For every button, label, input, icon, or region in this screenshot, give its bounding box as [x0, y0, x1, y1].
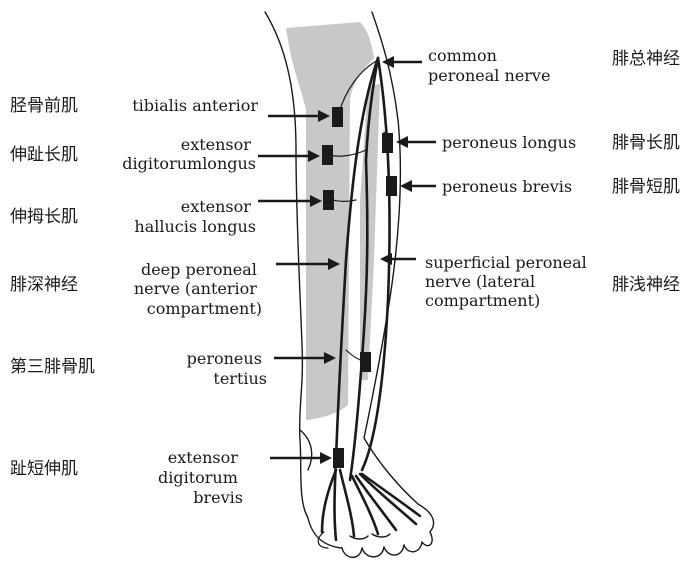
extensor-hallucis-longus-label: extensor hallucis longus	[134, 197, 256, 236]
peroneus-longus-label: peroneus longus	[442, 133, 576, 152]
cn-extensor-digitorum-longus: 伸趾长肌	[10, 145, 78, 165]
deep-peroneal-label: deep peroneal nerve (anterior compartmen…	[134, 260, 262, 318]
cn-peroneus-longus: 腓骨长肌	[612, 133, 680, 153]
peroneus-longus-marker	[382, 133, 393, 153]
cn-common-peroneal: 腓总神经	[612, 49, 680, 69]
peroneus-tertius-label: peroneus tertius	[187, 349, 267, 388]
ankle-bump	[300, 430, 312, 470]
cn-peroneus-brevis: 腓骨短肌	[612, 177, 680, 197]
cn-tibialis-anterior: 胫骨前肌	[10, 96, 78, 116]
common-peroneal-label: common peroneal nerve	[428, 46, 550, 85]
heel-outline	[308, 518, 342, 548]
cn-deep-peroneal: 腓深神经	[10, 275, 78, 295]
superficial-peroneal-label: superficial peroneal nerve (lateral comp…	[425, 253, 592, 310]
cn-extensor-hallucis-longus: 伸拇长肌	[10, 207, 78, 227]
peroneus-tertius-marker	[360, 352, 371, 372]
tibialis-anterior-label: tibialis anterior	[132, 96, 258, 115]
cn-extensor-digitorum-brevis: 趾短伸肌	[10, 459, 78, 479]
peroneus-brevis-marker	[386, 176, 397, 196]
cn-peroneus-tertius: 第三腓骨肌	[10, 357, 95, 377]
peroneus-brevis-label: peroneus brevis	[442, 177, 572, 196]
toes	[342, 532, 432, 557]
tibialis-anterior-marker	[332, 107, 343, 127]
extensor-digitorum-brevis-marker	[333, 448, 344, 468]
extensor-digitorum-longus-marker	[322, 145, 333, 165]
extensor-hallucis-longus-marker	[323, 190, 334, 210]
extensor-digitorum-longus-label: extensor digitorumlongus	[122, 135, 256, 173]
cn-superficial-peroneal: 腓浅神经	[612, 275, 680, 295]
extensor-digitorum-brevis-label: extensor digitorum brevis	[158, 448, 243, 507]
